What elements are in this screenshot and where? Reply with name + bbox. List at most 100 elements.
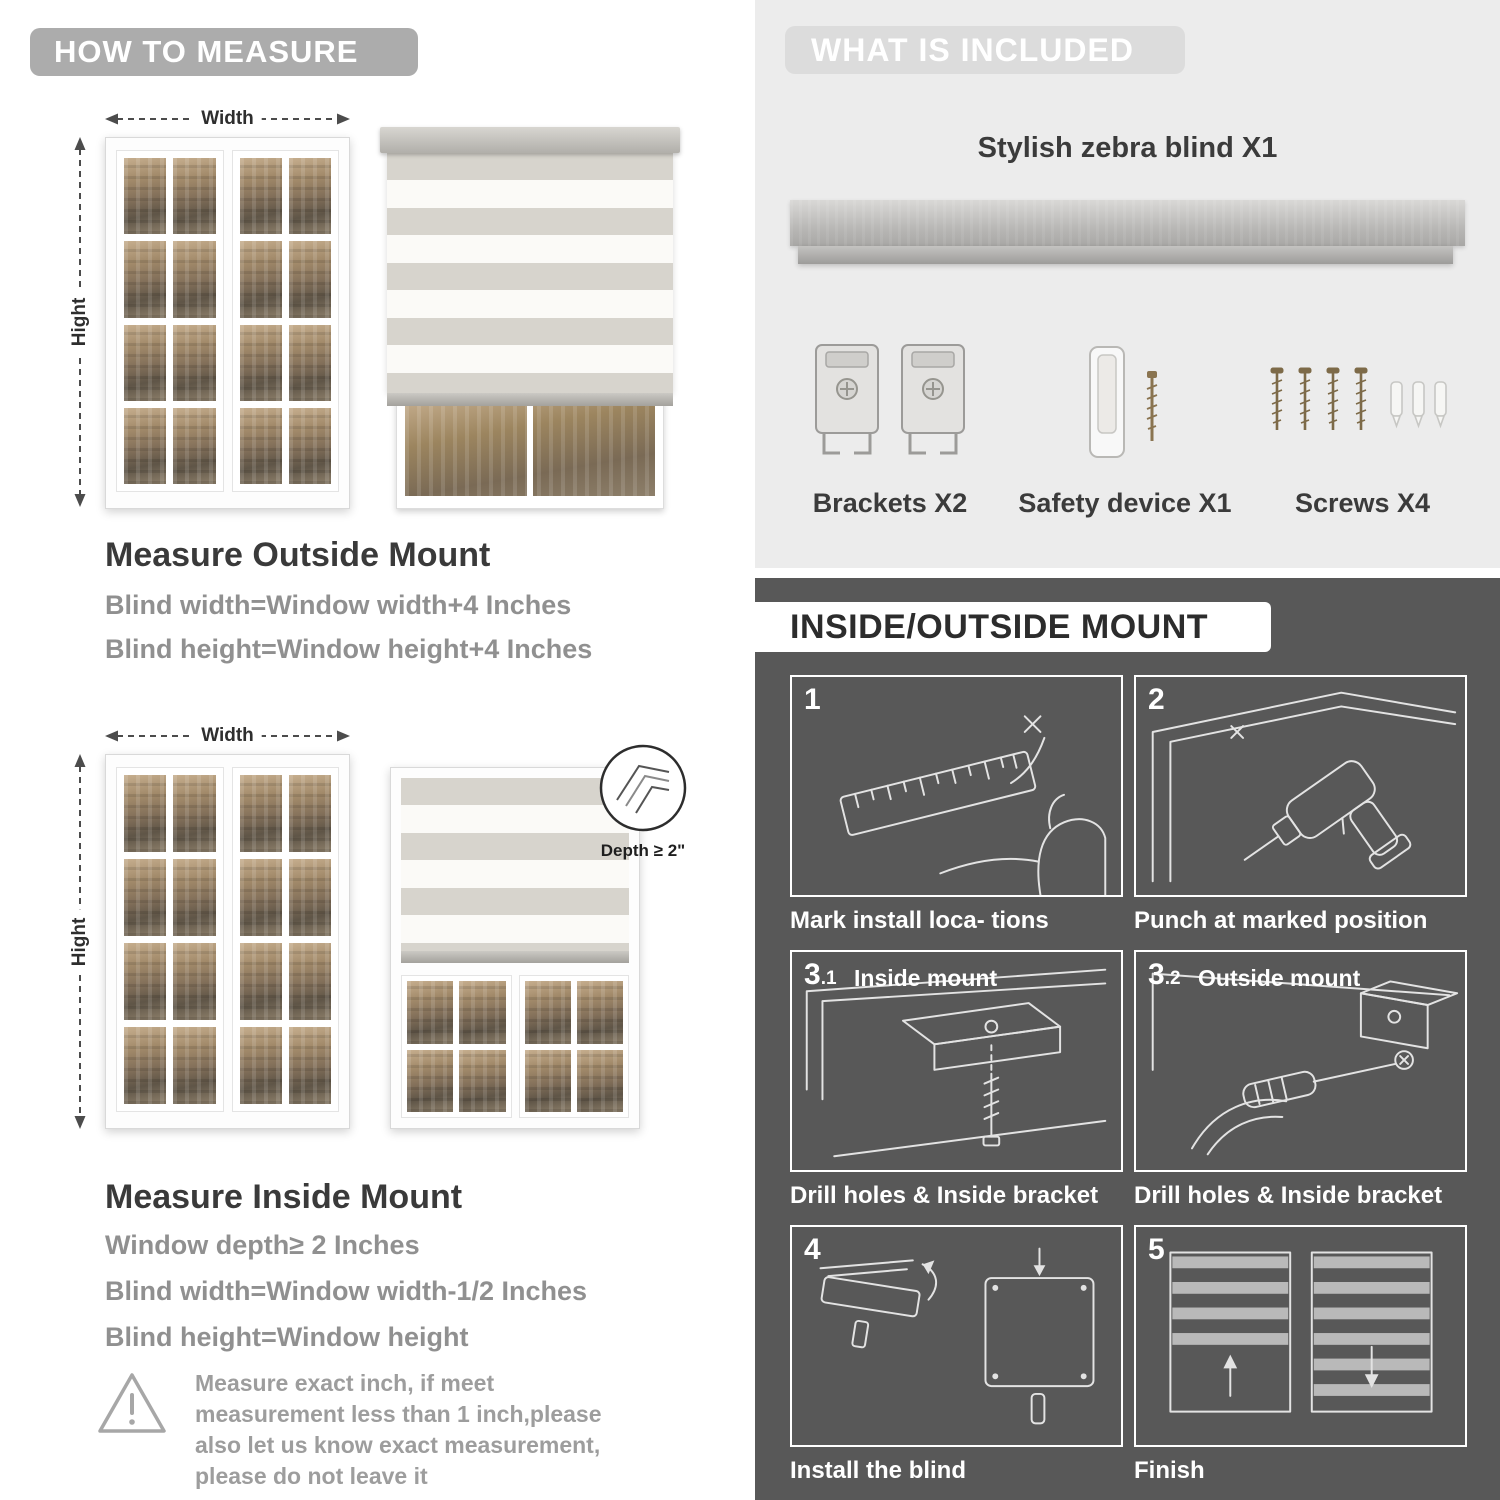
window-pane [173, 943, 216, 1020]
width-dimension-arrow: Width [105, 725, 350, 747]
zebra-blind-headrail-image [790, 200, 1465, 266]
window-pane [124, 859, 167, 936]
window-pane [124, 324, 167, 401]
inside-mount-blind-illustration [390, 767, 640, 1129]
window-pane [124, 943, 167, 1020]
window-pane [288, 859, 331, 936]
window-pane [524, 1049, 571, 1112]
inside-mount-title: Measure Inside Mount [105, 1178, 463, 1216]
inside-mount-line: Blind width=Window width-1/2 Inches [105, 1276, 588, 1306]
window-illustration [105, 137, 350, 509]
window-pane [239, 407, 282, 484]
screws-label: Screws X4 [1294, 488, 1431, 518]
window-sash [116, 767, 224, 1112]
brackets-icon [815, 344, 965, 455]
blind-fabric [401, 778, 629, 963]
window-pane [173, 1027, 216, 1104]
window-pane [173, 775, 216, 852]
height-dimension-arrow: Hight [69, 137, 91, 507]
blind-bottom-rail [387, 393, 673, 406]
window-pane [173, 241, 216, 318]
step-number: 2 [1148, 683, 1165, 716]
window-pane [407, 981, 454, 1044]
window-pane [459, 981, 506, 1044]
window-pane [288, 943, 331, 1020]
step-1: 1 [790, 675, 1123, 950]
window-pane [239, 324, 282, 401]
blind-fabric [387, 153, 673, 393]
outside-mount-line: Blind height=Window height+4 Inches [105, 634, 593, 664]
inside-mount-inset-label: Inside mount [854, 965, 998, 991]
window-photo [405, 398, 655, 496]
depth-zoom-icon [599, 744, 687, 832]
step-1-caption: Mark install loca- tions [790, 907, 1049, 934]
step-3-2-caption: Drill holes & Inside bracket [1134, 1182, 1443, 1209]
width-dimension-label: Width [193, 725, 262, 747]
window-pane [288, 407, 331, 484]
window-pane [407, 1049, 454, 1112]
height-arrow-line [74, 754, 86, 1129]
step-number: 3.1 [804, 958, 837, 991]
window-behind-blind [396, 389, 664, 509]
finish-art [1169, 1251, 1433, 1413]
step-3-1: 3.1 Inside mount [790, 950, 1123, 1225]
mount-header: INSIDE/OUTSIDE MOUNT [755, 602, 1271, 652]
window-pane [239, 1027, 282, 1104]
blind-cassette [380, 127, 680, 153]
included-item-brackets: Brackets X2 [775, 330, 1005, 519]
window-pane [576, 981, 623, 1044]
window-pane [173, 158, 216, 235]
window-pane [173, 859, 216, 936]
window-pane [288, 775, 331, 852]
step-4: 4 Ins [790, 1225, 1123, 1500]
brackets-label: Brackets X2 [812, 488, 968, 518]
inside-mount-line: Blind height=Window height [105, 1322, 469, 1352]
step-1-illustration: 1 [790, 675, 1123, 897]
outside-mount-title: Measure Outside Mount [105, 536, 491, 574]
step-5: 5 [1134, 1225, 1467, 1500]
height-dimension-arrow: Hight [69, 754, 91, 1129]
window-pane [459, 1049, 506, 1112]
step-3-2: 3.2 Outside mount [1134, 950, 1467, 1225]
inside-bracket-art [805, 968, 1107, 1158]
step-number: 3.2 [1148, 958, 1181, 991]
inside-mount-line: Window depth≥ 2 Inches [105, 1230, 420, 1260]
outside-bracket-art [1151, 972, 1459, 1156]
what-is-included-section: WHAT IS INCLUDED Stylish zebra blind X1 [755, 0, 1500, 568]
window-sash [518, 975, 629, 1118]
inside-mount-figure: Width Hight [60, 712, 705, 1172]
window-sash [231, 150, 339, 492]
step-number: 1 [804, 683, 821, 716]
height-dimension-label: Hight [69, 289, 91, 355]
blind-item-label: Stylish zebra blind X1 [977, 132, 1278, 164]
window-pane [124, 241, 167, 318]
step-3-2-illustration: 3.2 Outside mount [1134, 950, 1467, 1172]
width-dimension-label: Width [193, 108, 262, 130]
step-2: 2 [1134, 675, 1467, 950]
step-5-illustration: 5 [1134, 1225, 1467, 1447]
window-pane [288, 241, 331, 318]
depth-detail-circle: Depth ≥ 2" [588, 742, 698, 861]
step-2-caption: Punch at marked position [1134, 907, 1428, 934]
window-pane [239, 859, 282, 936]
what-is-included-header: WHAT IS INCLUDED [785, 26, 1185, 74]
height-dimension-label: Hight [69, 909, 91, 974]
window-pane [124, 407, 167, 484]
window-pane [239, 943, 282, 1020]
included-item-safety-device: Safety device X1 [1005, 330, 1245, 519]
depth-label: Depth ≥ 2" [600, 841, 686, 860]
how-to-measure-header: HOW TO MEASURE [30, 28, 418, 76]
height-arrow-line [74, 137, 86, 507]
safety-device-label: Safety device X1 [1018, 488, 1232, 518]
step-3-1-caption: Drill holes & Inside bracket [790, 1182, 1099, 1209]
window-lower-panes [401, 975, 629, 1118]
window-pane [173, 407, 216, 484]
headrail-lip [798, 246, 1453, 264]
included-item-screws: Screws X4 [1245, 330, 1480, 519]
step-3-1-illustration: 3.1 Inside mount [790, 950, 1123, 1172]
window-pane [124, 158, 167, 235]
outside-mount-figure: Width Hight [60, 95, 705, 525]
punch-drill-art [1151, 691, 1457, 883]
window-sash [116, 150, 224, 492]
